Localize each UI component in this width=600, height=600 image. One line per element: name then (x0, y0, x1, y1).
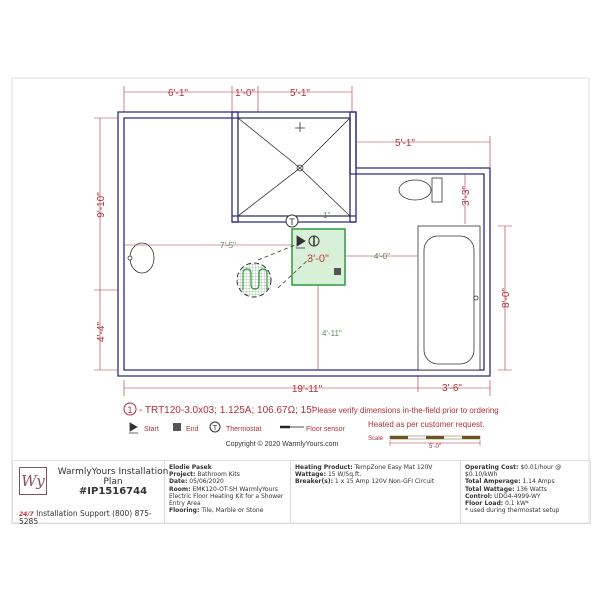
total-amperage-label: Total Amperage: (465, 478, 521, 486)
operating-cost-label: Operating Cost: (465, 464, 519, 471)
total-amperage-value: 1.14 Amps (522, 478, 555, 486)
dim-right-upper: 5'-1" (395, 138, 415, 149)
title-block: Wy WarmlyYours Installation Plan#IP15167… (12, 460, 591, 527)
plan-id: #IP1516744 (78, 486, 148, 497)
mat-spec-number-icon (123, 402, 137, 416)
scale-label: Scale (368, 436, 384, 442)
dim-sensor-offset: 1" (323, 211, 330, 220)
total-wattage-label: Total Wattage: (465, 485, 515, 493)
legend-floor-sensor: Floor sensor (306, 426, 346, 433)
scale-length: 5'-0" (429, 444, 441, 450)
support-phone[interactable]: Installation Support (800) 875-5285 (19, 509, 152, 527)
title-cell: Wy WarmlyYours Installation Plan#IP15167… (13, 461, 168, 527)
dim-top-mid: 1'-0" (235, 88, 255, 99)
floor-load-label: Floor Load: (465, 500, 504, 508)
control-value: UDG4-4999-WY (494, 492, 541, 500)
sink (127, 242, 155, 274)
dim-right-lower: 8'-0" (501, 288, 512, 308)
project-label: Project: (169, 471, 196, 479)
mat-spec-number: 1 (127, 405, 132, 415)
legend-thermostat-symbol: T (212, 424, 218, 432)
dim-mat-left: 7'-5" (220, 241, 236, 250)
breakers-value: 1 x 15 Amp 120V Non-GFI Circuit (334, 478, 435, 486)
floor-load-value: 0.1 kW* (505, 500, 529, 508)
product-cell: Heating Product: TempZone Easy Mat 120V … (291, 461, 461, 523)
dim-tub-width: 3'-6" (442, 383, 462, 394)
control-label: Control: (465, 492, 493, 500)
total-wattage-value: 136 Watts (516, 485, 547, 493)
dim-top-left: 6'-1" (168, 88, 188, 99)
project-cell: Elodie Pasek Project: Bathroom Kits Date… (165, 461, 291, 523)
end-marker-icon (334, 268, 341, 275)
customer-name: Elodie Pasek (169, 464, 212, 471)
legend-start: Start (144, 426, 159, 433)
thermostat-icon[interactable] (285, 214, 299, 228)
dimension-lines (94, 86, 512, 396)
legend-thermostat-icon (209, 421, 221, 433)
legend-end: End (186, 426, 199, 433)
legend-start-icon (129, 422, 138, 434)
wattage-value: 15 W/Sq.ft. (327, 471, 362, 479)
start-marker-icon (296, 235, 306, 249)
plan-title: WarmlyYours Installation Plan (57, 467, 169, 487)
dim-left-lower: 4'-4" (96, 322, 107, 342)
scale-bar (389, 435, 481, 446)
mat-size-label: 3'-0" (307, 253, 329, 265)
support-badge-icon: 24/7 (19, 511, 34, 518)
heating-product-label: Heating Product: (295, 464, 353, 471)
dim-toilet-depth: 3'-3" (461, 186, 472, 206)
dim-bottom-total: 19'-11" (292, 384, 323, 395)
bathtub (417, 225, 481, 371)
heating-product-value: TempZone Easy Mat 120V (354, 464, 433, 471)
date-value: 05/06/2020 (189, 478, 224, 486)
dim-left-upper: 9'-10" (96, 192, 107, 218)
dim-mat-tub: 4'-0" (374, 252, 390, 261)
legend-thermostat: Thermostat (226, 426, 261, 433)
mat-detail-callout (236, 242, 311, 298)
mat-spec: - TRT120-3.0x03; 1.125A; 106.67Ω; 15' (139, 405, 314, 416)
footnote: * used during thermostat setup (465, 507, 560, 515)
heated-note: Heated as per customer request. (368, 420, 485, 429)
dim-top-right: 5'-1" (290, 88, 310, 99)
operating-cost-value: $0.01/hour @ $0.10/kWh (465, 464, 562, 479)
flooring-label: Flooring: (169, 507, 200, 515)
breakers-label: Breaker(s): (295, 478, 333, 486)
flooring-value: Tile, Marble or Stone (201, 507, 264, 515)
room-value: EMK120-OT-SH WarmlyYours Electric Floor … (169, 485, 284, 508)
toilet (398, 177, 443, 203)
verify-note: Please verify dimensions in-the-field pr… (312, 406, 499, 415)
shower (237, 117, 351, 217)
room-label: Room: (169, 485, 191, 493)
dim-mat-bottom: 4'-11" (322, 329, 342, 338)
date-label: Date: (169, 478, 188, 486)
warmlyyours-logo: Wy (19, 467, 47, 495)
legend-end-icon (173, 423, 181, 431)
thermostat-symbol: T (288, 218, 295, 228)
electrical-cell: Operating Cost: $0.01/hour @ $0.10/kWh T… (461, 461, 590, 523)
wattage-label: Wattage: (295, 471, 327, 479)
project-value: Bathroom Kits (197, 471, 240, 479)
copyright: Copyright © 2020 WarmlyYours.com (226, 440, 339, 448)
